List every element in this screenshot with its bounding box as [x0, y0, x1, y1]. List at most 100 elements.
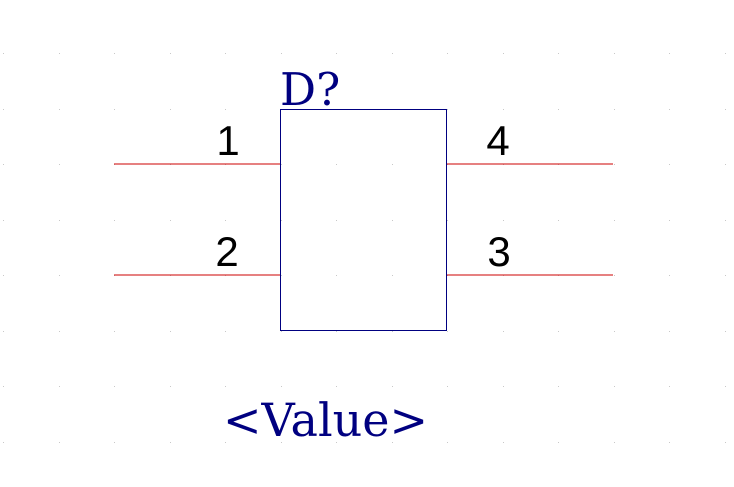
grid-dot	[336, 220, 337, 221]
grid-dot	[447, 109, 448, 110]
grid-dot	[669, 53, 670, 54]
component-body[interactable]	[280, 109, 447, 331]
grid-dot	[392, 53, 393, 54]
grid-dot	[170, 53, 171, 54]
grid-dot	[558, 53, 559, 54]
grid-dot	[614, 109, 615, 110]
grid-dot	[336, 275, 337, 276]
grid-dot	[114, 442, 115, 443]
pin-4-number: 4	[486, 117, 509, 164]
grid-dot	[447, 220, 448, 221]
grid-dot	[669, 109, 670, 110]
component-value[interactable]: <Value>	[223, 393, 428, 447]
grid-dot	[669, 331, 670, 332]
grid-dot	[392, 275, 393, 276]
grid-dot	[3, 386, 4, 387]
grid-dot	[725, 275, 726, 276]
grid-dot	[392, 331, 393, 332]
grid-dot	[3, 109, 4, 110]
grid-dot	[558, 331, 559, 332]
grid-dot	[170, 442, 171, 443]
grid-dot	[614, 275, 615, 276]
grid-dot	[59, 220, 60, 221]
grid-dot	[447, 442, 448, 443]
grid-dot	[3, 275, 4, 276]
grid-dot	[614, 220, 615, 221]
grid-dot	[114, 331, 115, 332]
grid-dot	[170, 109, 171, 110]
grid-dot	[336, 331, 337, 332]
grid-dot	[114, 386, 115, 387]
grid-dot	[336, 164, 337, 165]
grid-dot	[503, 386, 504, 387]
grid-dot	[725, 53, 726, 54]
grid-dot	[225, 220, 226, 221]
grid-dot	[281, 164, 282, 165]
grid-dot	[503, 442, 504, 443]
grid-dot	[3, 53, 4, 54]
grid-dot	[59, 53, 60, 54]
grid-dot	[225, 442, 226, 443]
grid-dot	[336, 386, 337, 387]
grid-dot	[669, 164, 670, 165]
grid-dot	[503, 331, 504, 332]
grid-dot	[225, 331, 226, 332]
grid-dot	[225, 386, 226, 387]
grid-dot	[669, 442, 670, 443]
grid-dot	[170, 386, 171, 387]
pin-2-number: 2	[215, 228, 238, 275]
grid-dot	[725, 442, 726, 443]
grid-dot	[558, 109, 559, 110]
grid-dot	[281, 386, 282, 387]
grid-dot	[3, 442, 4, 443]
grid-dot	[59, 164, 60, 165]
grid-dot	[614, 442, 615, 443]
grid-dot	[725, 109, 726, 110]
grid-dot	[447, 331, 448, 332]
grid-dot	[114, 53, 115, 54]
pin-3-number: 3	[487, 228, 510, 275]
grid-dot	[59, 109, 60, 110]
grid-dot	[170, 220, 171, 221]
grid-dot	[3, 164, 4, 165]
grid-dot	[447, 53, 448, 54]
grid-dot	[3, 220, 4, 221]
grid-dot	[392, 386, 393, 387]
grid-dot	[503, 109, 504, 110]
grid-dot	[225, 109, 226, 110]
grid-dot	[558, 386, 559, 387]
pin-1-number: 1	[216, 117, 239, 164]
grid-dot	[614, 164, 615, 165]
grid-dot	[170, 331, 171, 332]
grid-dot	[503, 220, 504, 221]
reference-designator[interactable]: D?	[280, 63, 340, 116]
grid-dot	[503, 53, 504, 54]
grid-dot	[336, 53, 337, 54]
grid-dot	[669, 220, 670, 221]
grid-dot	[614, 53, 615, 54]
grid-dot	[336, 442, 337, 443]
grid-dot	[281, 331, 282, 332]
grid-dot	[114, 220, 115, 221]
grid-dot	[392, 442, 393, 443]
grid-dot	[614, 386, 615, 387]
grid-dot	[669, 275, 670, 276]
grid-dot	[669, 386, 670, 387]
grid-dot	[281, 442, 282, 443]
grid-dot	[59, 386, 60, 387]
grid-dot	[558, 442, 559, 443]
grid-dot	[725, 386, 726, 387]
grid-dot	[59, 442, 60, 443]
grid-dot	[392, 220, 393, 221]
grid-dot	[281, 275, 282, 276]
grid-dot	[725, 164, 726, 165]
grid-dot	[558, 220, 559, 221]
grid-dot	[114, 109, 115, 110]
grid-dot	[59, 275, 60, 276]
grid-dot	[281, 53, 282, 54]
grid-dot	[3, 331, 4, 332]
grid-dot	[225, 53, 226, 54]
grid-dot	[281, 220, 282, 221]
